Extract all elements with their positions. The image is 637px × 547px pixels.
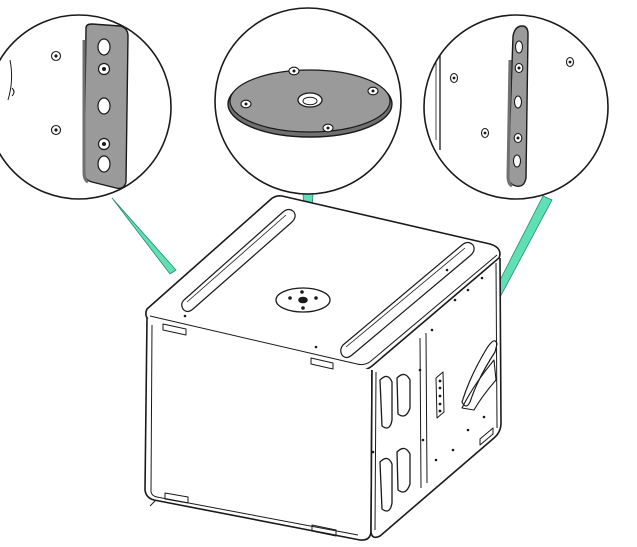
top-detail-callout [214,7,402,195]
top-handle-left [181,208,296,313]
cabinet-front-face [144,317,373,541]
left-detail-callout [0,14,172,200]
rear-rigging-plate [435,371,445,419]
top-pole-mount [275,287,331,313]
right-detail-callout [423,14,609,200]
side-handle-lower [379,457,393,512]
rear-handle [461,340,498,407]
subwoofer-cabinet [144,195,502,541]
side-handle-upper [379,375,393,429]
top-handle-right [340,241,475,359]
left-callout-leader [111,197,177,275]
